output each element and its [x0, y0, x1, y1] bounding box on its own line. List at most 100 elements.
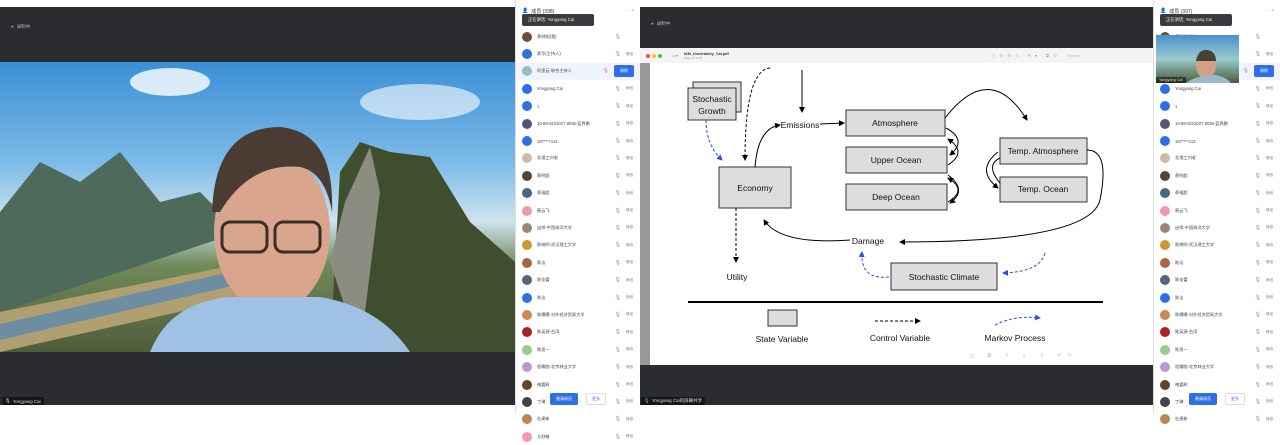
maximize-window-button[interactable] — [658, 53, 662, 58]
participant-row[interactable]: 187****413🎙静音 — [1154, 132, 1280, 149]
mic-muted-icon[interactable]: 🎙 — [1254, 85, 1261, 92]
participant-row[interactable]: 陈英源-台湾🎙静音 — [516, 324, 640, 341]
more-button[interactable]: 更多 — [586, 393, 606, 405]
mic-muted-icon[interactable]: 🎙 — [1254, 155, 1261, 162]
mic-muted-icon[interactable]: 🎙 — [614, 364, 621, 371]
mic-muted-icon[interactable]: 🎙 — [614, 172, 621, 179]
participant-row[interactable]: 出师-中国海洋大学🎙静音 — [1154, 219, 1280, 236]
mic-muted-icon[interactable]: 🎙 — [1254, 33, 1261, 40]
mic-muted-icon[interactable]: 🎙 — [614, 155, 621, 162]
mic-muted-icon[interactable]: 🎙 — [614, 85, 621, 92]
participant-row[interactable]: 陈曦曦-对外经济贸易大学🎙静音 — [516, 306, 640, 323]
participant-row[interactable]: 出师-中国海洋大学🎙静音 — [516, 219, 640, 236]
invite-button[interactable]: 邀请成员 — [1189, 393, 1217, 405]
participant-row[interactable]: 陈佳蕾🎙静音 — [1154, 271, 1280, 288]
participant-row[interactable]: 蔡明超🎙静音 — [516, 167, 640, 184]
mic-muted-icon[interactable]: 🎙 — [1254, 381, 1261, 388]
participant-row[interactable]: 陈洁🎙静音 — [516, 254, 640, 271]
mic-muted-icon[interactable]: 🎙 — [1242, 68, 1249, 75]
participant-row[interactable]: Yongyang Cai🎙静音 — [516, 80, 640, 97]
mic-muted-icon[interactable]: 🎙 — [1254, 364, 1261, 371]
mic-muted-icon[interactable]: 🎙 — [614, 103, 621, 110]
participant-row[interactable]: 褚嘉辉🎙静音 — [1154, 376, 1280, 393]
mic-muted-icon[interactable]: 🎙 — [614, 138, 621, 145]
participant-row[interactable]: 杜建新🎙静音 — [1154, 411, 1280, 428]
participant-row[interactable]: 10-88-0222027 8036-蓝界鹏🎙静音 — [1154, 115, 1280, 132]
participant-row[interactable]: 陈洁🎙静音 — [516, 289, 640, 306]
invite-button[interactable]: 邀请成员 — [550, 393, 578, 405]
mic-muted-icon[interactable]: 🎙 — [614, 224, 621, 231]
mic-muted-icon[interactable]: 🎙 — [614, 329, 621, 336]
participant-row[interactable]: 褚嘉辉🎙静音 — [516, 376, 640, 393]
participant-row[interactable]: 187****413🎙静音 — [516, 132, 640, 149]
participant-row[interactable]: 蔡云飞🎙静音 — [1154, 202, 1280, 219]
collapse-icon[interactable]: ⋯ × — [624, 8, 634, 14]
mic-muted-icon[interactable]: 🎙 — [614, 51, 621, 58]
mic-muted-icon[interactable]: 🎙 — [1254, 120, 1261, 127]
mic-muted-icon[interactable]: 🎙 — [614, 311, 621, 318]
participant-row[interactable]: 蔡明超🎙静音 — [1154, 167, 1280, 184]
mic-muted-icon[interactable]: 🎙 — [614, 416, 621, 423]
mic-muted-icon[interactable]: 🎙 — [1254, 224, 1261, 231]
mic-muted-icon[interactable]: 🎙 — [614, 33, 621, 40]
mic-muted-icon[interactable]: 🎙 — [1254, 242, 1261, 249]
mic-muted-icon[interactable]: 🎙 — [1254, 259, 1261, 266]
mic-muted-icon[interactable]: 🎙 — [614, 242, 621, 249]
collapse-icon[interactable]: ⋯ × — [1264, 8, 1274, 14]
sidebar-toggle-icon[interactable]: ▭▾ — [672, 53, 678, 58]
participant-row[interactable]: 蔡华(主持人)🎙静音 — [516, 45, 640, 62]
participant-row[interactable]: 北理工刘老🎙静音 — [1154, 150, 1280, 167]
participant-row[interactable]: 陈晓明-武汉理工大学🎙静音 — [516, 237, 640, 254]
participant-row[interactable]: 蔡云飞🎙静音 — [516, 202, 640, 219]
mic-muted-icon[interactable]: 🎙 — [1254, 103, 1261, 110]
participant-row[interactable]: 程耀临-北京林业大学🎙静音 — [1154, 358, 1280, 375]
participant-row[interactable]: 阿里云·联合主持人🎙移除 — [516, 62, 640, 81]
pdf-tool-icons[interactable]: ⓘ⊖⊕⇪ ✎▾ ⧉⊙ — [991, 52, 1061, 58]
mic-muted-icon[interactable]: 🎙 — [1254, 329, 1261, 336]
participant-row[interactable]: 陈思一🎙静音 — [1154, 341, 1280, 358]
more-button[interactable]: 更多 — [1225, 393, 1245, 405]
minimize-window-button[interactable] — [652, 53, 656, 58]
participant-row[interactable]: 蔡福超🎙静音 — [516, 185, 640, 202]
remove-button[interactable]: 移除 — [1254, 65, 1274, 78]
mic-muted-icon[interactable]: 🎙 — [614, 190, 621, 197]
participant-row[interactable]: 黄钟翔(我)🎙 — [516, 28, 640, 45]
mic-muted-icon[interactable]: 🎙 — [1254, 207, 1261, 214]
participant-row[interactable]: 程耀临-北京林业大学🎙静音 — [516, 358, 640, 375]
mic-muted-icon[interactable]: 🎙 — [1254, 172, 1261, 179]
mic-muted-icon[interactable]: 🎙 — [614, 381, 621, 388]
remove-button[interactable]: 移除 — [614, 65, 634, 78]
annotation-toolbar[interactable]: ◻ ⧉ ⇩ ⇩ ⇩ ↶↷ — [970, 353, 1078, 359]
participant-row[interactable]: 陈英源-台湾🎙静音 — [1154, 324, 1280, 341]
mic-muted-icon[interactable]: 🎙 — [1254, 346, 1261, 353]
participant-row[interactable]: 蔡福超🎙静音 — [1154, 185, 1280, 202]
search-input[interactable]: Search — [1067, 53, 1080, 58]
participant-row[interactable]: 陈佳蕾🎙静音 — [516, 271, 640, 288]
participant-row[interactable]: Yongyang Cai🎙静音 — [1154, 80, 1280, 97]
participant-row[interactable]: 陈晓明-武汉理工大学🎙静音 — [1154, 237, 1280, 254]
participant-row[interactable]: 杜建新🎙静音 — [516, 411, 640, 428]
mic-muted-icon[interactable]: 🎙 — [1254, 51, 1261, 58]
mic-muted-icon[interactable]: 🎙 — [614, 294, 621, 301]
mic-muted-icon[interactable]: 🎙 — [614, 346, 621, 353]
participant-row[interactable]: 方舒敏🎙静音 — [516, 428, 640, 445]
mic-muted-icon[interactable]: 🎙 — [1254, 398, 1261, 405]
mic-muted-icon[interactable]: 🎙 — [1254, 311, 1261, 318]
participant-row[interactable]: 丁琳🎙静音 — [516, 393, 640, 410]
participant-row[interactable]: 陈曦曦-对外经济贸易大学🎙静音 — [1154, 306, 1280, 323]
mic-muted-icon[interactable]: 🎙 — [614, 433, 621, 440]
mic-muted-icon[interactable]: 🎙 — [1254, 190, 1261, 197]
participant-row[interactable]: 陈洁🎙静音 — [1154, 254, 1280, 271]
mic-muted-icon[interactable]: 🎙 — [614, 277, 621, 284]
mic-muted-icon[interactable]: 🎙 — [602, 68, 609, 75]
participant-row[interactable]: 北理工刘老🎙静音 — [516, 150, 640, 167]
mic-muted-icon[interactable]: 🎙 — [614, 120, 621, 127]
participant-row[interactable]: 丁琳🎙静音 — [1154, 393, 1280, 410]
mic-muted-icon[interactable]: 🎙 — [1254, 277, 1261, 284]
mic-muted-icon[interactable]: 🎙 — [1254, 138, 1261, 145]
floating-speaker-video[interactable]: Yongyang Cai — [1156, 35, 1239, 83]
participant-row[interactable]: 10-88-0222027 8036-蓝界鹏🎙静音 — [516, 115, 640, 132]
participant-row[interactable]: 陈思一🎙静音 — [516, 341, 640, 358]
mic-muted-icon[interactable]: 🎙 — [1254, 416, 1261, 423]
close-window-button[interactable] — [646, 53, 650, 58]
